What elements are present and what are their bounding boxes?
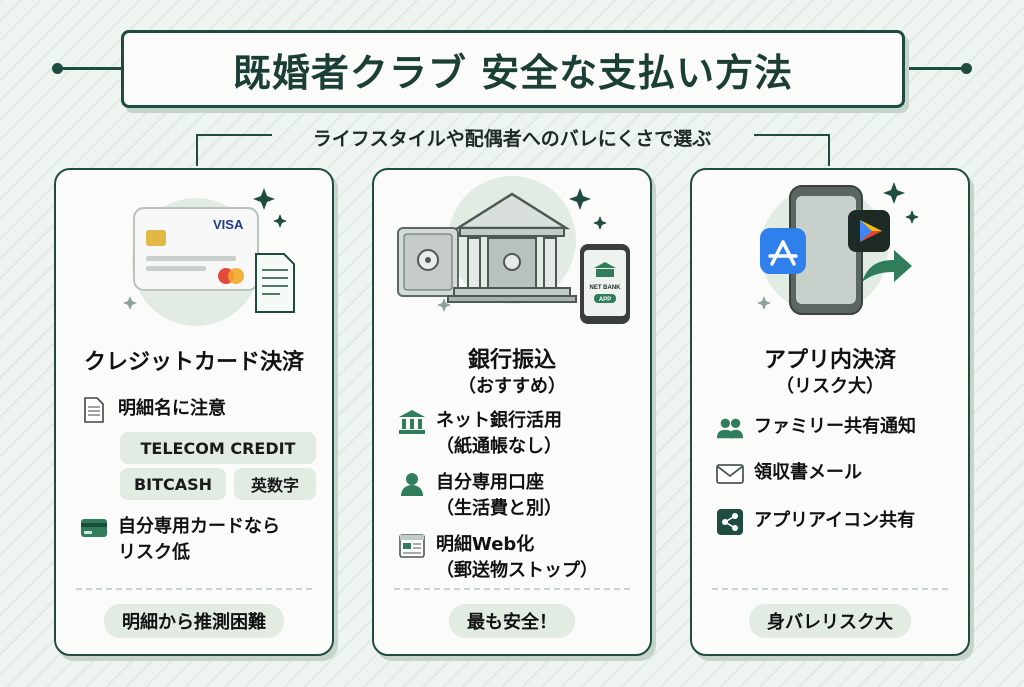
connector-right — [754, 134, 830, 166]
summary-badge: 身バレリスク大 — [749, 604, 911, 638]
sparkle-icon — [757, 182, 919, 310]
sparkle-icon — [123, 188, 287, 310]
card-title: 銀行振込 — [467, 348, 556, 373]
card-subtitle: （おすすめ） — [458, 376, 566, 397]
mail-icon — [716, 460, 744, 488]
summary-badge: 明細から推測困難 — [104, 604, 284, 638]
svg-text:VISA: VISA — [213, 217, 244, 232]
tag-alphanumeric: 英数字 — [234, 468, 316, 500]
list-item: 自分専用口座 （生活費と別） — [398, 470, 640, 522]
divider — [712, 588, 948, 590]
family-icon — [716, 414, 744, 442]
page-title: 既婚者クラブ 安全な支払い方法 — [121, 30, 905, 108]
share-arrow-icon — [862, 250, 912, 282]
web-icon — [398, 532, 426, 560]
card-bank-transfer: NET BANK APP 銀行振込 （おすすめ） ネット銀行活用 （紙通帳なし）… — [372, 168, 652, 656]
item-text: 自分専用口座 — [436, 472, 544, 493]
card-in-app-payment: アプリ内決済 （リスク大） ファミリー共有通知 領収書メール アプリアイコン共有… — [690, 168, 970, 656]
card-credit: VISA クレジットカード決済 明細名に注意 TELECOM CREDIT BI… — [54, 168, 334, 656]
item-text: ネット銀行活用 — [436, 410, 562, 431]
app-payment-illustration — [757, 182, 919, 315]
bank-illustration: NET BANK APP — [397, 176, 630, 324]
card-title: アプリ内決済 — [763, 348, 896, 373]
list-item: 明細Web化 （郵送物ストップ） — [398, 532, 640, 584]
item-subtext: （紙通帳なし） — [436, 436, 562, 457]
item-subtext: （生活費と別） — [436, 498, 562, 519]
item-text: 明細Web化 — [436, 534, 535, 555]
bank-icon — [447, 192, 577, 303]
title-right-line — [899, 67, 967, 70]
tag-bitcash: BITCASH — [120, 468, 226, 500]
card-subtitle: （リスク大） — [776, 376, 884, 397]
list-item: 自分専用カードなら リスク低 — [80, 514, 322, 566]
credit-card-illustration: VISA — [123, 188, 295, 326]
phone-icon: NET BANK APP — [580, 244, 630, 324]
smartphone-icon — [789, 185, 863, 315]
summary-badge: 最も安全！ — [449, 604, 575, 638]
card-title: クレジットカード決済 — [83, 350, 304, 375]
item-subtext: （郵送物ストップ） — [436, 560, 598, 581]
credit-card-icon: VISA — [133, 207, 259, 291]
safe-icon — [397, 227, 459, 297]
svg-text:NET BANK: NET BANK — [590, 285, 622, 291]
sparkle-icon — [437, 188, 607, 312]
list-item: アプリアイコン共有 — [716, 508, 958, 536]
app-store-icon — [760, 228, 806, 274]
list-item: ファミリー共有通知 — [716, 414, 958, 442]
title-right-dot — [961, 63, 972, 74]
title-left-dot — [52, 63, 63, 74]
bank-icon — [398, 408, 426, 436]
list-item: ネット銀行活用 （紙通帳なし） — [398, 408, 640, 460]
divider — [394, 588, 630, 590]
tag-telecom-credit: TELECOM CREDIT — [120, 432, 316, 464]
play-store-icon — [848, 210, 890, 252]
svg-text:APP: APP — [599, 297, 611, 303]
person-icon — [398, 470, 426, 498]
share-icon — [716, 508, 744, 536]
title-left-line — [58, 67, 124, 70]
divider — [76, 588, 312, 590]
list-item: 明細名に注意 — [80, 396, 322, 424]
document-icon — [255, 253, 295, 313]
credit-card-icon — [80, 514, 108, 542]
list-item: 領収書メール — [716, 460, 958, 488]
page-subtitle: ライフスタイルや配偶者へのバレにくさで選ぶ — [312, 128, 712, 150]
document-icon — [80, 396, 108, 424]
connector-left — [196, 134, 272, 166]
